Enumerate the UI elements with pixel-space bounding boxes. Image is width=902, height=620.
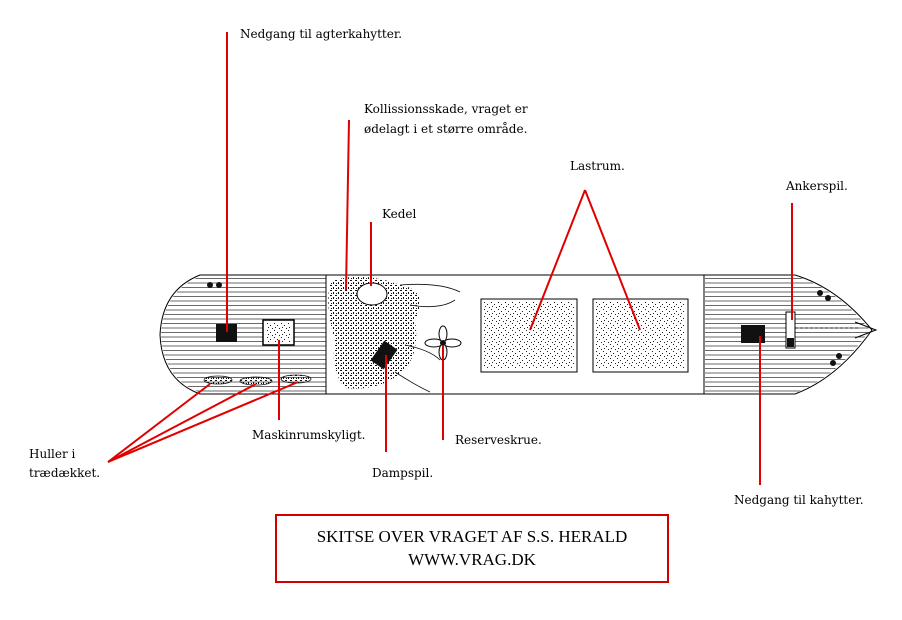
boiler — [356, 282, 388, 306]
leader-huller-3 — [107, 381, 299, 463]
label-kollision-line2: ødelagt i et større område. — [364, 121, 527, 136]
aft-companionway-door — [226, 330, 235, 340]
label-kedel: Kedel — [382, 207, 417, 221]
fore-bollard — [817, 290, 823, 296]
label-huller-line2: trædækket. — [29, 466, 100, 480]
label-dampspil: Dampspil. — [372, 466, 433, 480]
leader-lastrum-aft — [529, 189, 586, 331]
label-nedgang-agter: Nedgang til agterkahytter. — [240, 27, 402, 41]
leader-lastrum-fore — [584, 189, 641, 331]
labels: Nedgang til agterkahytter. Kollissionssk… — [29, 27, 864, 507]
label-reserveskrue: Reserveskrue. — [455, 433, 542, 447]
aft-bollard — [216, 282, 222, 288]
leader-huller-1 — [107, 383, 211, 463]
label-ankerspil: Ankerspil. — [785, 179, 848, 193]
fore-companionway — [741, 325, 765, 343]
label-lastrum: Lastrum. — [570, 159, 625, 173]
steam-winch — [370, 340, 398, 370]
cargo-hold-aft-fill — [484, 302, 574, 369]
deck-hole — [203, 375, 233, 385]
aft-deck-planks — [161, 276, 326, 393]
fore-bollard — [836, 353, 842, 359]
fore-bollard — [830, 360, 836, 366]
label-nedgang-kahytter: Nedgang til kahytter. — [734, 493, 864, 507]
label-maskinrum: Maskinrumskyligt. — [252, 428, 365, 442]
aft-bollard — [207, 282, 213, 288]
deck-features — [203, 276, 860, 393]
title-border — [275, 514, 669, 583]
title-box: SKITSE OVER VRAGET AF S.S. HERALD WWW.VR… — [275, 514, 669, 583]
skylight-pane — [266, 323, 291, 342]
title-line2: WWW.VRAG.DK — [408, 550, 537, 569]
anchor-windlass — [785, 311, 796, 349]
cargo-hold-fore-fill — [596, 302, 685, 369]
leader-kollision — [345, 119, 350, 291]
deck-hole — [239, 376, 273, 386]
label-huller-line1: Huller i — [29, 447, 76, 461]
leader-lines — [107, 32, 793, 485]
label-kollision-line1: Kollissionsskade, vraget er — [364, 102, 528, 116]
title-line1: SKITSE OVER VRAGET AF S.S. HERALD — [317, 527, 628, 546]
collision-damage-area — [328, 276, 420, 389]
anchor-windlass-drum — [787, 338, 794, 347]
collision-damage-outline — [394, 283, 461, 393]
bow-tip — [854, 321, 878, 339]
fore-bollard — [825, 295, 831, 301]
leader-huller-2 — [107, 383, 257, 463]
